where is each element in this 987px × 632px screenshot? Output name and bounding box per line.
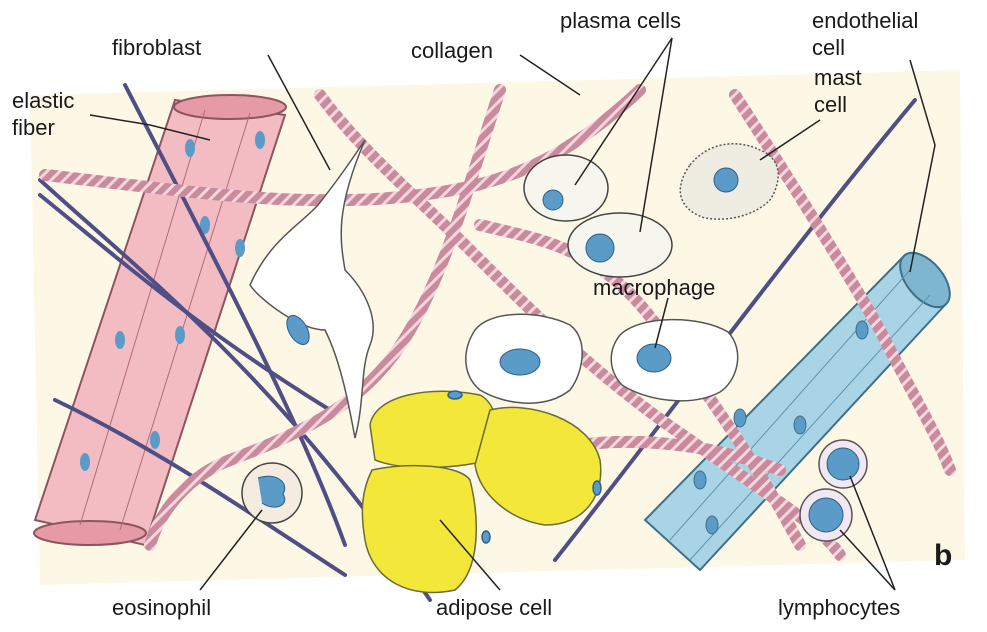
label-elastic-fiber-line2: fiber	[12, 115, 55, 140]
lymphocyte-2	[800, 489, 852, 541]
macrophage-2	[611, 320, 737, 401]
eosinophil	[242, 463, 302, 523]
label-endothelial-cell-line2: cell	[812, 35, 845, 60]
label-fibroblast: fibroblast	[112, 35, 201, 60]
vessel-nucleus	[185, 139, 195, 157]
vessel-nucleus	[115, 331, 125, 349]
label-collagen: collagen	[411, 38, 493, 63]
label-adipose-cell: adipose cell	[436, 595, 552, 620]
vessel-nucleus	[235, 239, 245, 257]
label-elastic-fiber-line1: elastic	[12, 88, 74, 113]
vessel-nucleus	[255, 131, 265, 149]
capillary-nucleus	[856, 321, 868, 339]
plasma-cell-1	[524, 155, 608, 221]
label-lymphocytes: lymphocytes	[778, 595, 900, 620]
label-eosinophil: eosinophil	[112, 595, 211, 620]
panel-letter: b	[934, 539, 952, 572]
vessel-nucleus	[150, 431, 160, 449]
vessel-nucleus	[80, 453, 90, 471]
adipose-nucleus	[448, 391, 462, 399]
capillary-nucleus	[706, 516, 718, 534]
capillary-nucleus	[694, 471, 706, 489]
plasma-cell-2	[568, 213, 672, 277]
label-mast-cell-line2: cell	[814, 92, 847, 117]
adipose-nucleus	[593, 481, 601, 495]
label-endothelial-cell-line1: endothelial	[812, 8, 918, 33]
capillary-nucleus	[794, 416, 806, 434]
adipose-nucleus	[482, 531, 490, 543]
macrophage-1	[466, 314, 582, 403]
label-plasma-cells: plasma cells	[560, 8, 681, 33]
vessel-nucleus	[175, 326, 185, 344]
label-macrophage: macrophage	[593, 275, 715, 300]
lymphocyte-1	[819, 440, 867, 488]
capillary-nucleus	[734, 409, 746, 427]
label-mast-cell-line1: mast	[814, 65, 862, 90]
